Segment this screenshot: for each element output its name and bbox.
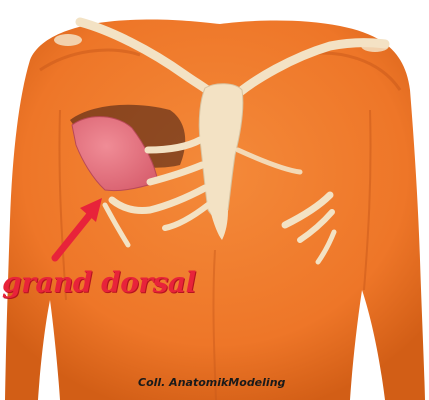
muscle-label: grand dorsal <box>2 266 196 299</box>
image-credit: Coll. AnatomikModeling <box>138 376 285 389</box>
acromion-left <box>54 34 82 46</box>
acromion-right <box>361 40 389 52</box>
